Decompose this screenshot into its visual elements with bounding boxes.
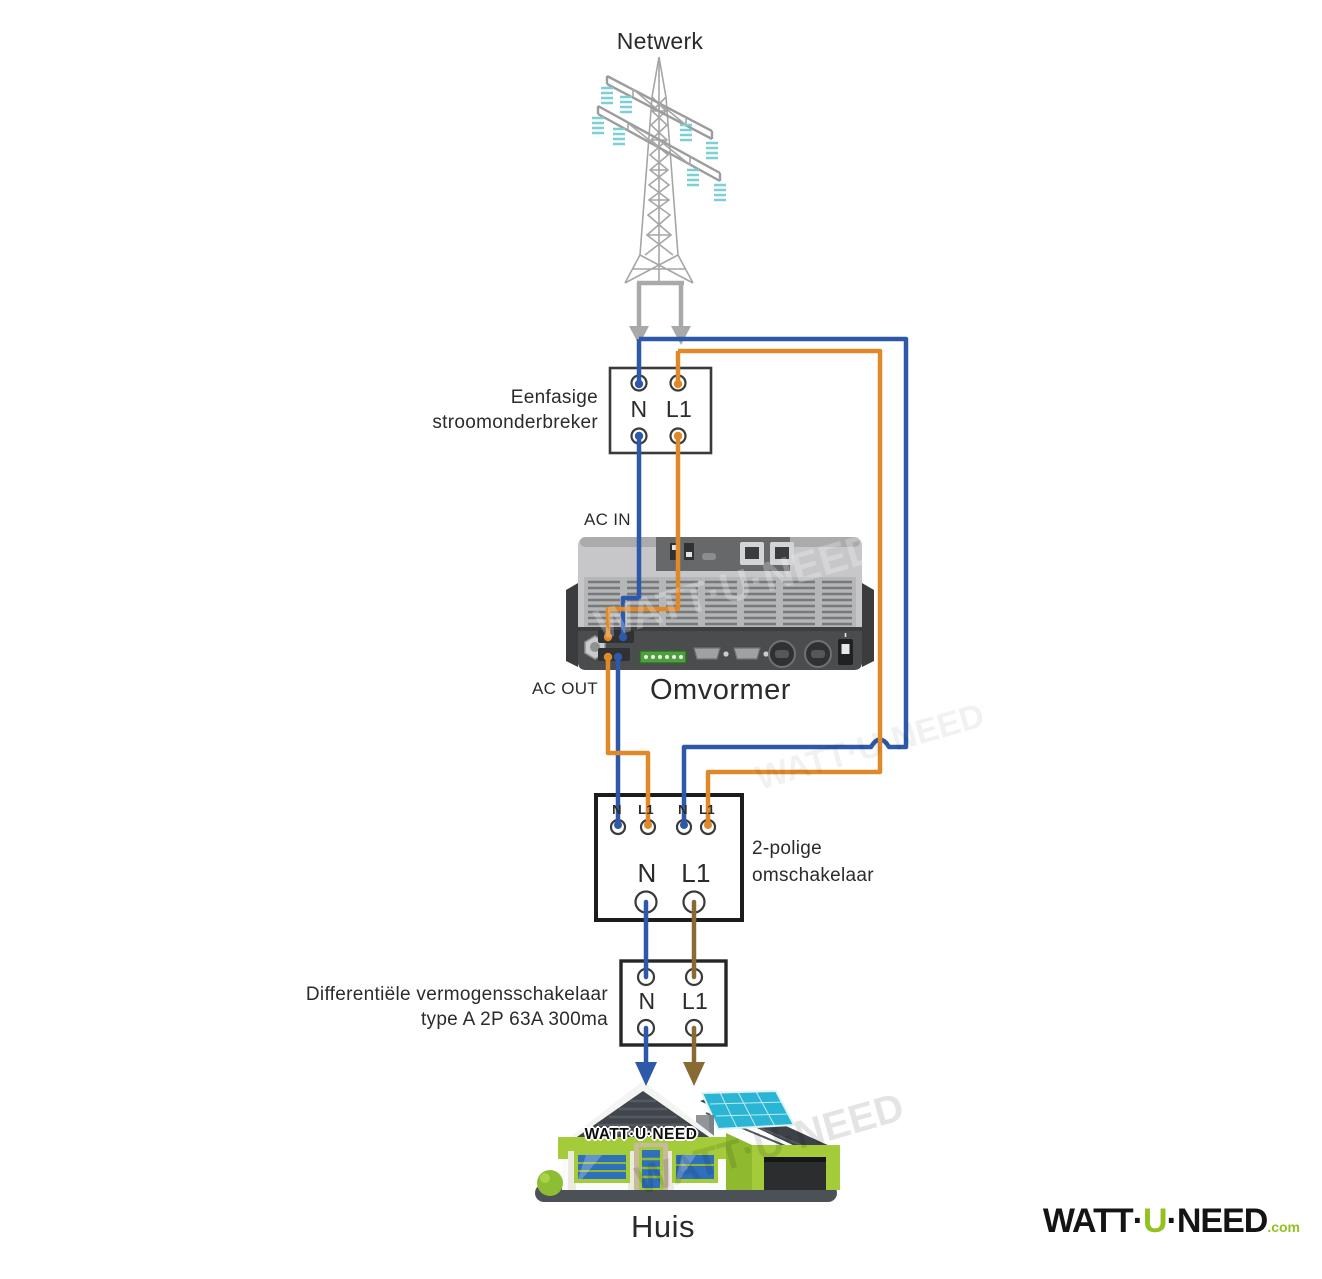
brand-sep1: · — [1132, 1202, 1144, 1240]
changeover-terminal-l1: L1 — [681, 858, 711, 888]
bush — [537, 1170, 563, 1196]
grid-arrow-right — [671, 326, 691, 345]
wire-orange-acin — [605, 436, 681, 635]
changeover-switch-label: 2-polige omschakelaar — [752, 835, 874, 889]
brand-com: .com — [1267, 1219, 1300, 1235]
grid-breaker-label-line1: Eenfasige — [510, 387, 598, 408]
ac-out-terminal-block — [598, 648, 630, 661]
grid-breaker-label: Eenfasige stroomonderbreker — [432, 385, 598, 435]
changeover-top-terminal-2: L1 — [638, 802, 654, 817]
grid-feed-arrows — [629, 280, 691, 345]
differential-switch-label-line2: type A 2P 63A 300ma — [420, 1009, 608, 1030]
brand-need: NEED — [1176, 1202, 1268, 1240]
brand-sep2: · — [1166, 1202, 1178, 1240]
inverter-name: Omvormer — [650, 674, 791, 706]
vent-grille — [584, 577, 856, 627]
differential-terminal-l1: L1 — [681, 988, 709, 1014]
network-label: Netwerk — [616, 28, 704, 54]
ac-in-label: AC IN — [584, 510, 631, 529]
wire-dots — [603, 379, 712, 829]
house-roof-text: WATT·U·NEED — [584, 1126, 698, 1143]
insulators — [592, 86, 726, 202]
grid-breaker-box — [608, 366, 713, 455]
wire-orange-acout — [605, 657, 651, 824]
brand-watt: WATT — [1042, 1202, 1134, 1240]
differential-switch-box — [619, 959, 728, 1047]
changeover-top-terminal-3: N — [678, 802, 688, 817]
changeover-terminal-n: N — [637, 858, 657, 888]
changeover-switch-label-line2: omschakelaar — [752, 865, 874, 886]
changeover-top-terminal-1: N — [612, 802, 622, 817]
wire-blue-acin — [620, 436, 642, 635]
differential-switch-label: Differentiële vermogensschakelaar type A… — [306, 982, 608, 1032]
changeover-switch-box — [594, 793, 744, 922]
differential-terminal-n: N — [638, 988, 656, 1014]
house-illustration — [535, 1081, 840, 1202]
grid-arrow-left — [629, 326, 649, 345]
house-label: Huis — [630, 1209, 696, 1244]
differential-switch-label-line1: Differentiële vermogensschakelaar — [305, 984, 608, 1005]
grid-breaker-label-line2: stroomonderbreker — [432, 412, 598, 433]
power-pylon-icon — [592, 56, 726, 284]
brand-logo: WATT·U·NEED.com — [1043, 1202, 1300, 1241]
wire-orange-grid — [675, 348, 883, 824]
changeover-top-terminal-4: L1 — [699, 802, 715, 817]
ac-out-label: AC OUT — [531, 679, 598, 698]
changeover-switch-label-line1: 2-polige — [752, 838, 823, 859]
wires — [603, 336, 909, 1086]
brand-u: U — [1142, 1202, 1168, 1240]
grid-breaker-terminal-n: N — [630, 396, 648, 422]
grid-breaker-terminal-l1: L1 — [665, 396, 693, 422]
